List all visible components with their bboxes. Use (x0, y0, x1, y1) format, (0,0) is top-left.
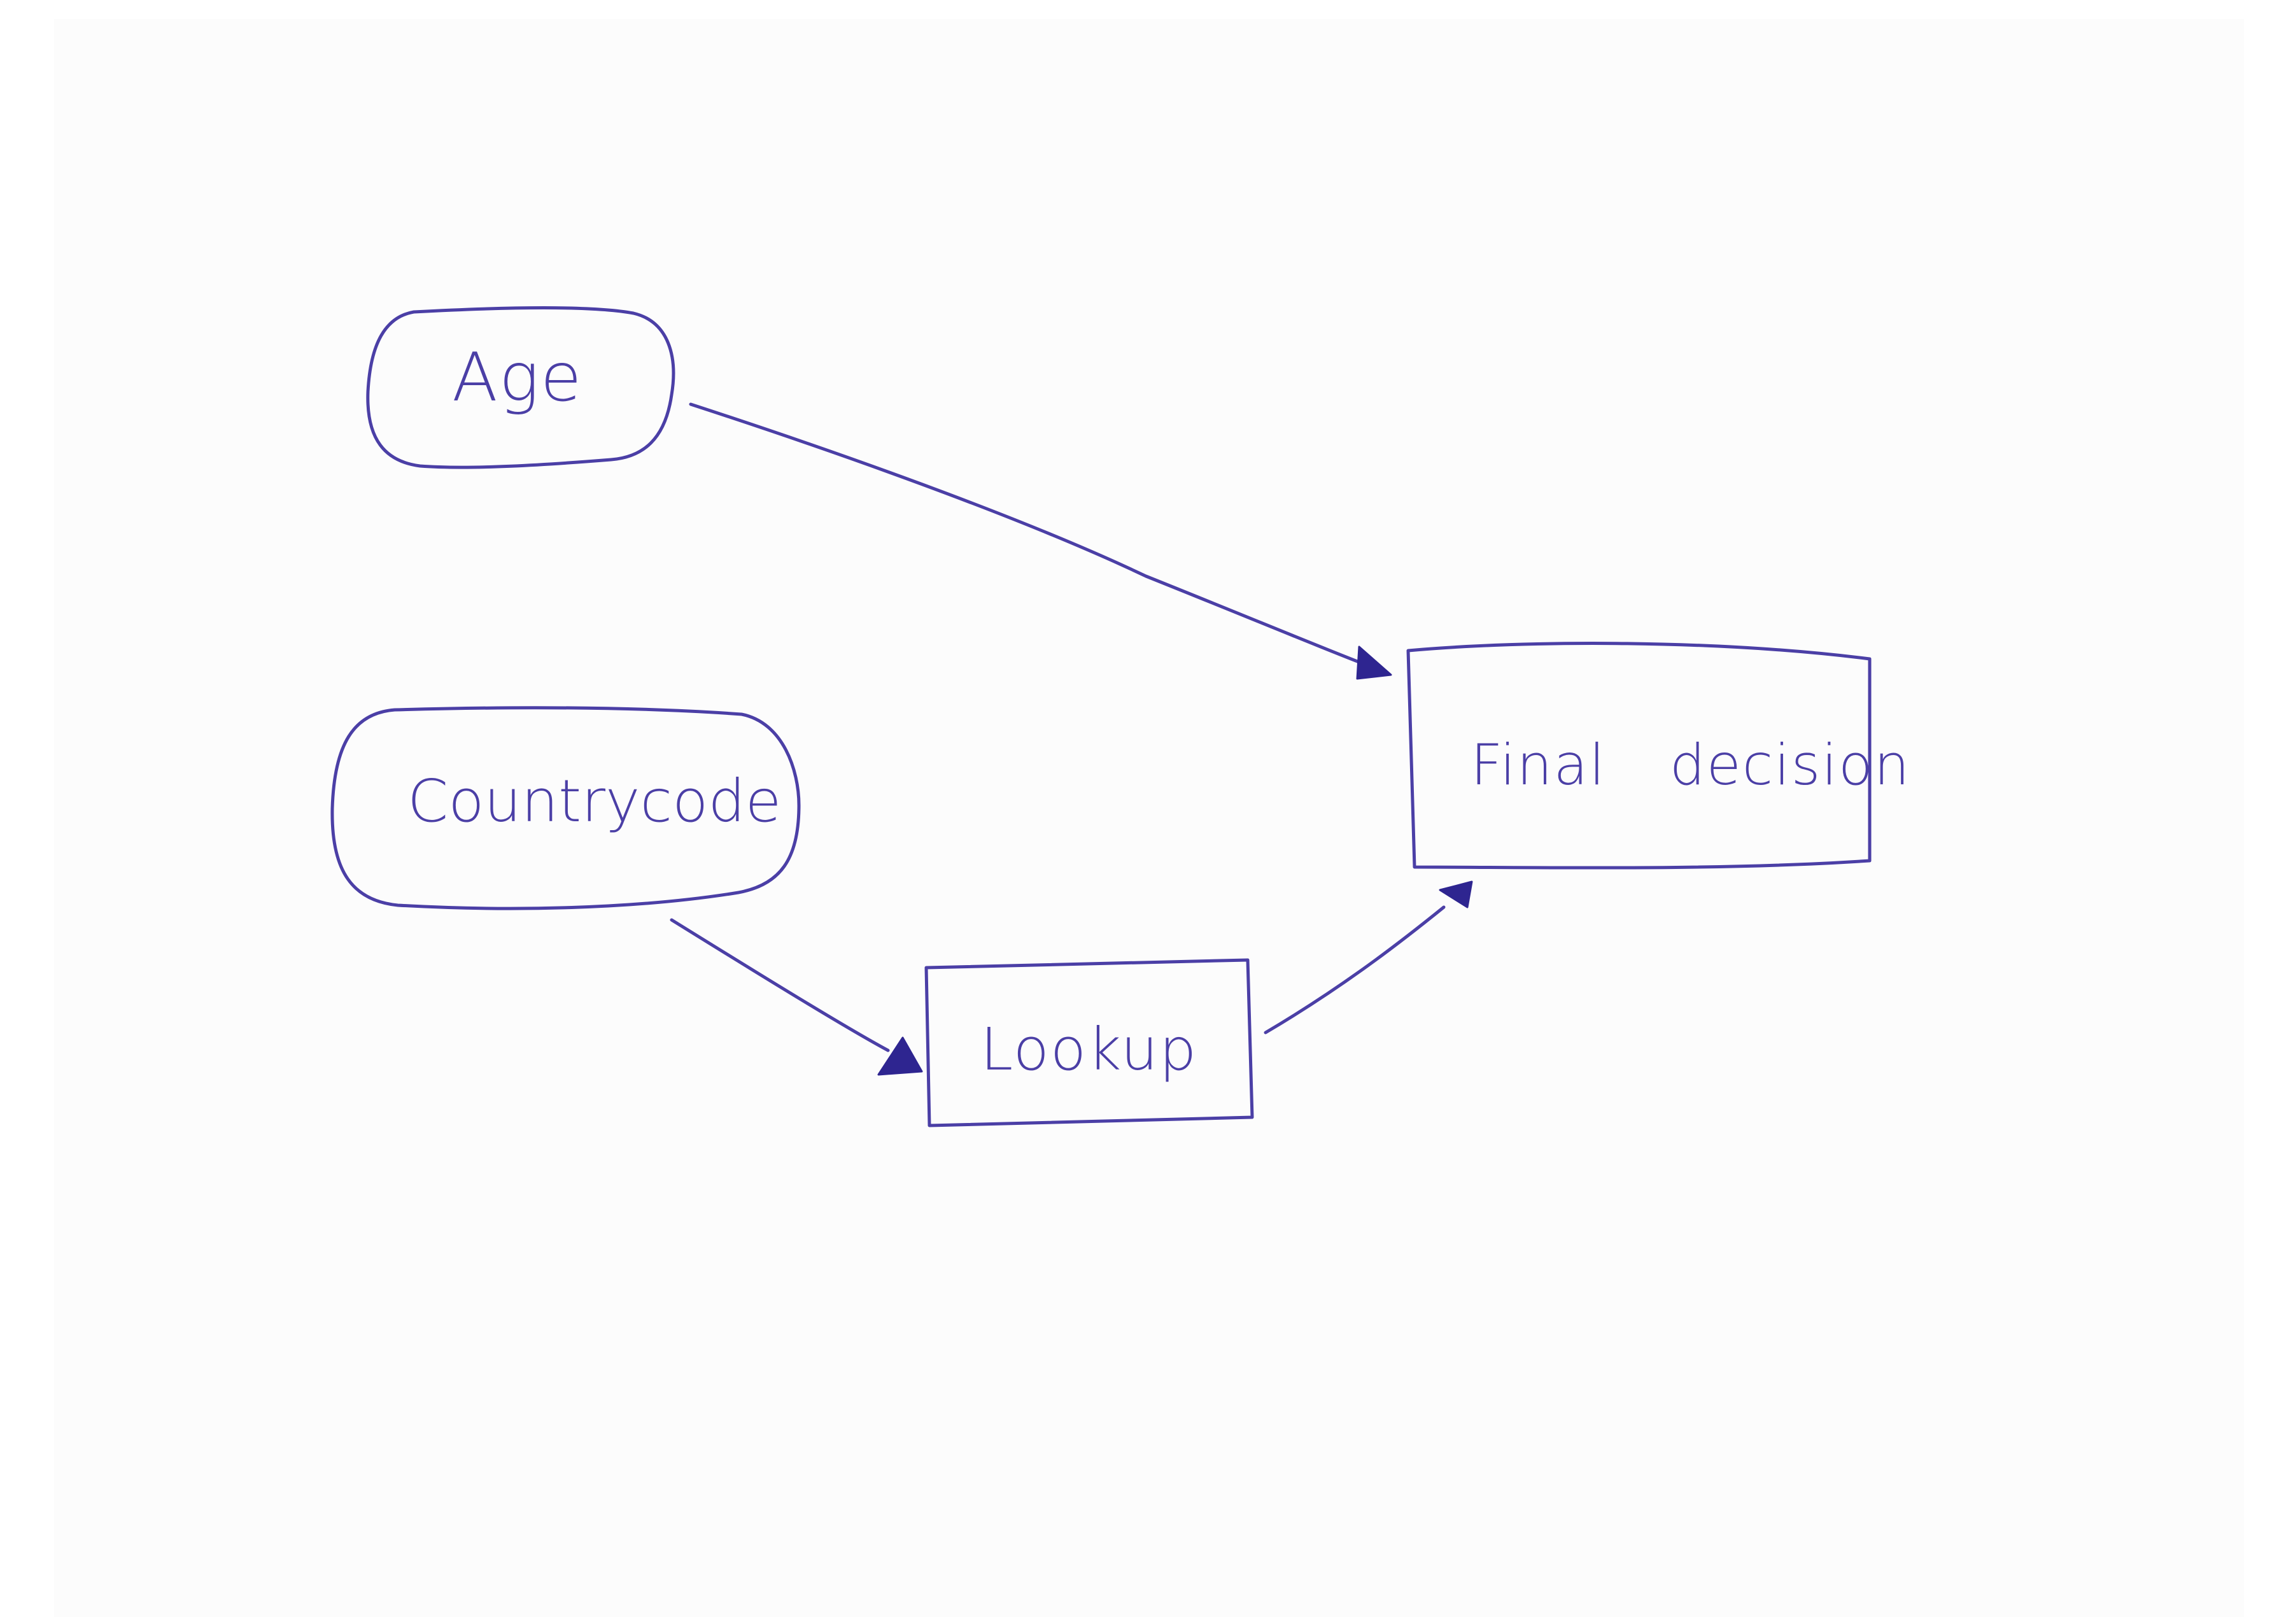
paper-sheet (54, 19, 2244, 1617)
arrowhead-final-decision-from-age (1356, 646, 1392, 680)
edge-age-to-final-decision (689, 402, 1364, 665)
node-age-label: Age (452, 339, 583, 416)
node-final-decision-label: Final decision (1471, 732, 1911, 798)
edge-lookup-to-final-decision (1264, 905, 1446, 1034)
node-final-decision-shape (1406, 642, 1872, 870)
arrowhead-lookup-from-countrycode (877, 1036, 923, 1076)
arrowhead-final-decision-from-lookup (1439, 880, 1473, 908)
node-countrycode-shape (330, 706, 801, 910)
node-countrycode-label: Countrycode (407, 767, 782, 835)
node-lookup-label: Lookup (980, 1015, 1198, 1084)
edge-countrycode-to-lookup (670, 918, 890, 1052)
node-age-shape (366, 306, 675, 469)
node-lookup-shape (924, 958, 1254, 1127)
